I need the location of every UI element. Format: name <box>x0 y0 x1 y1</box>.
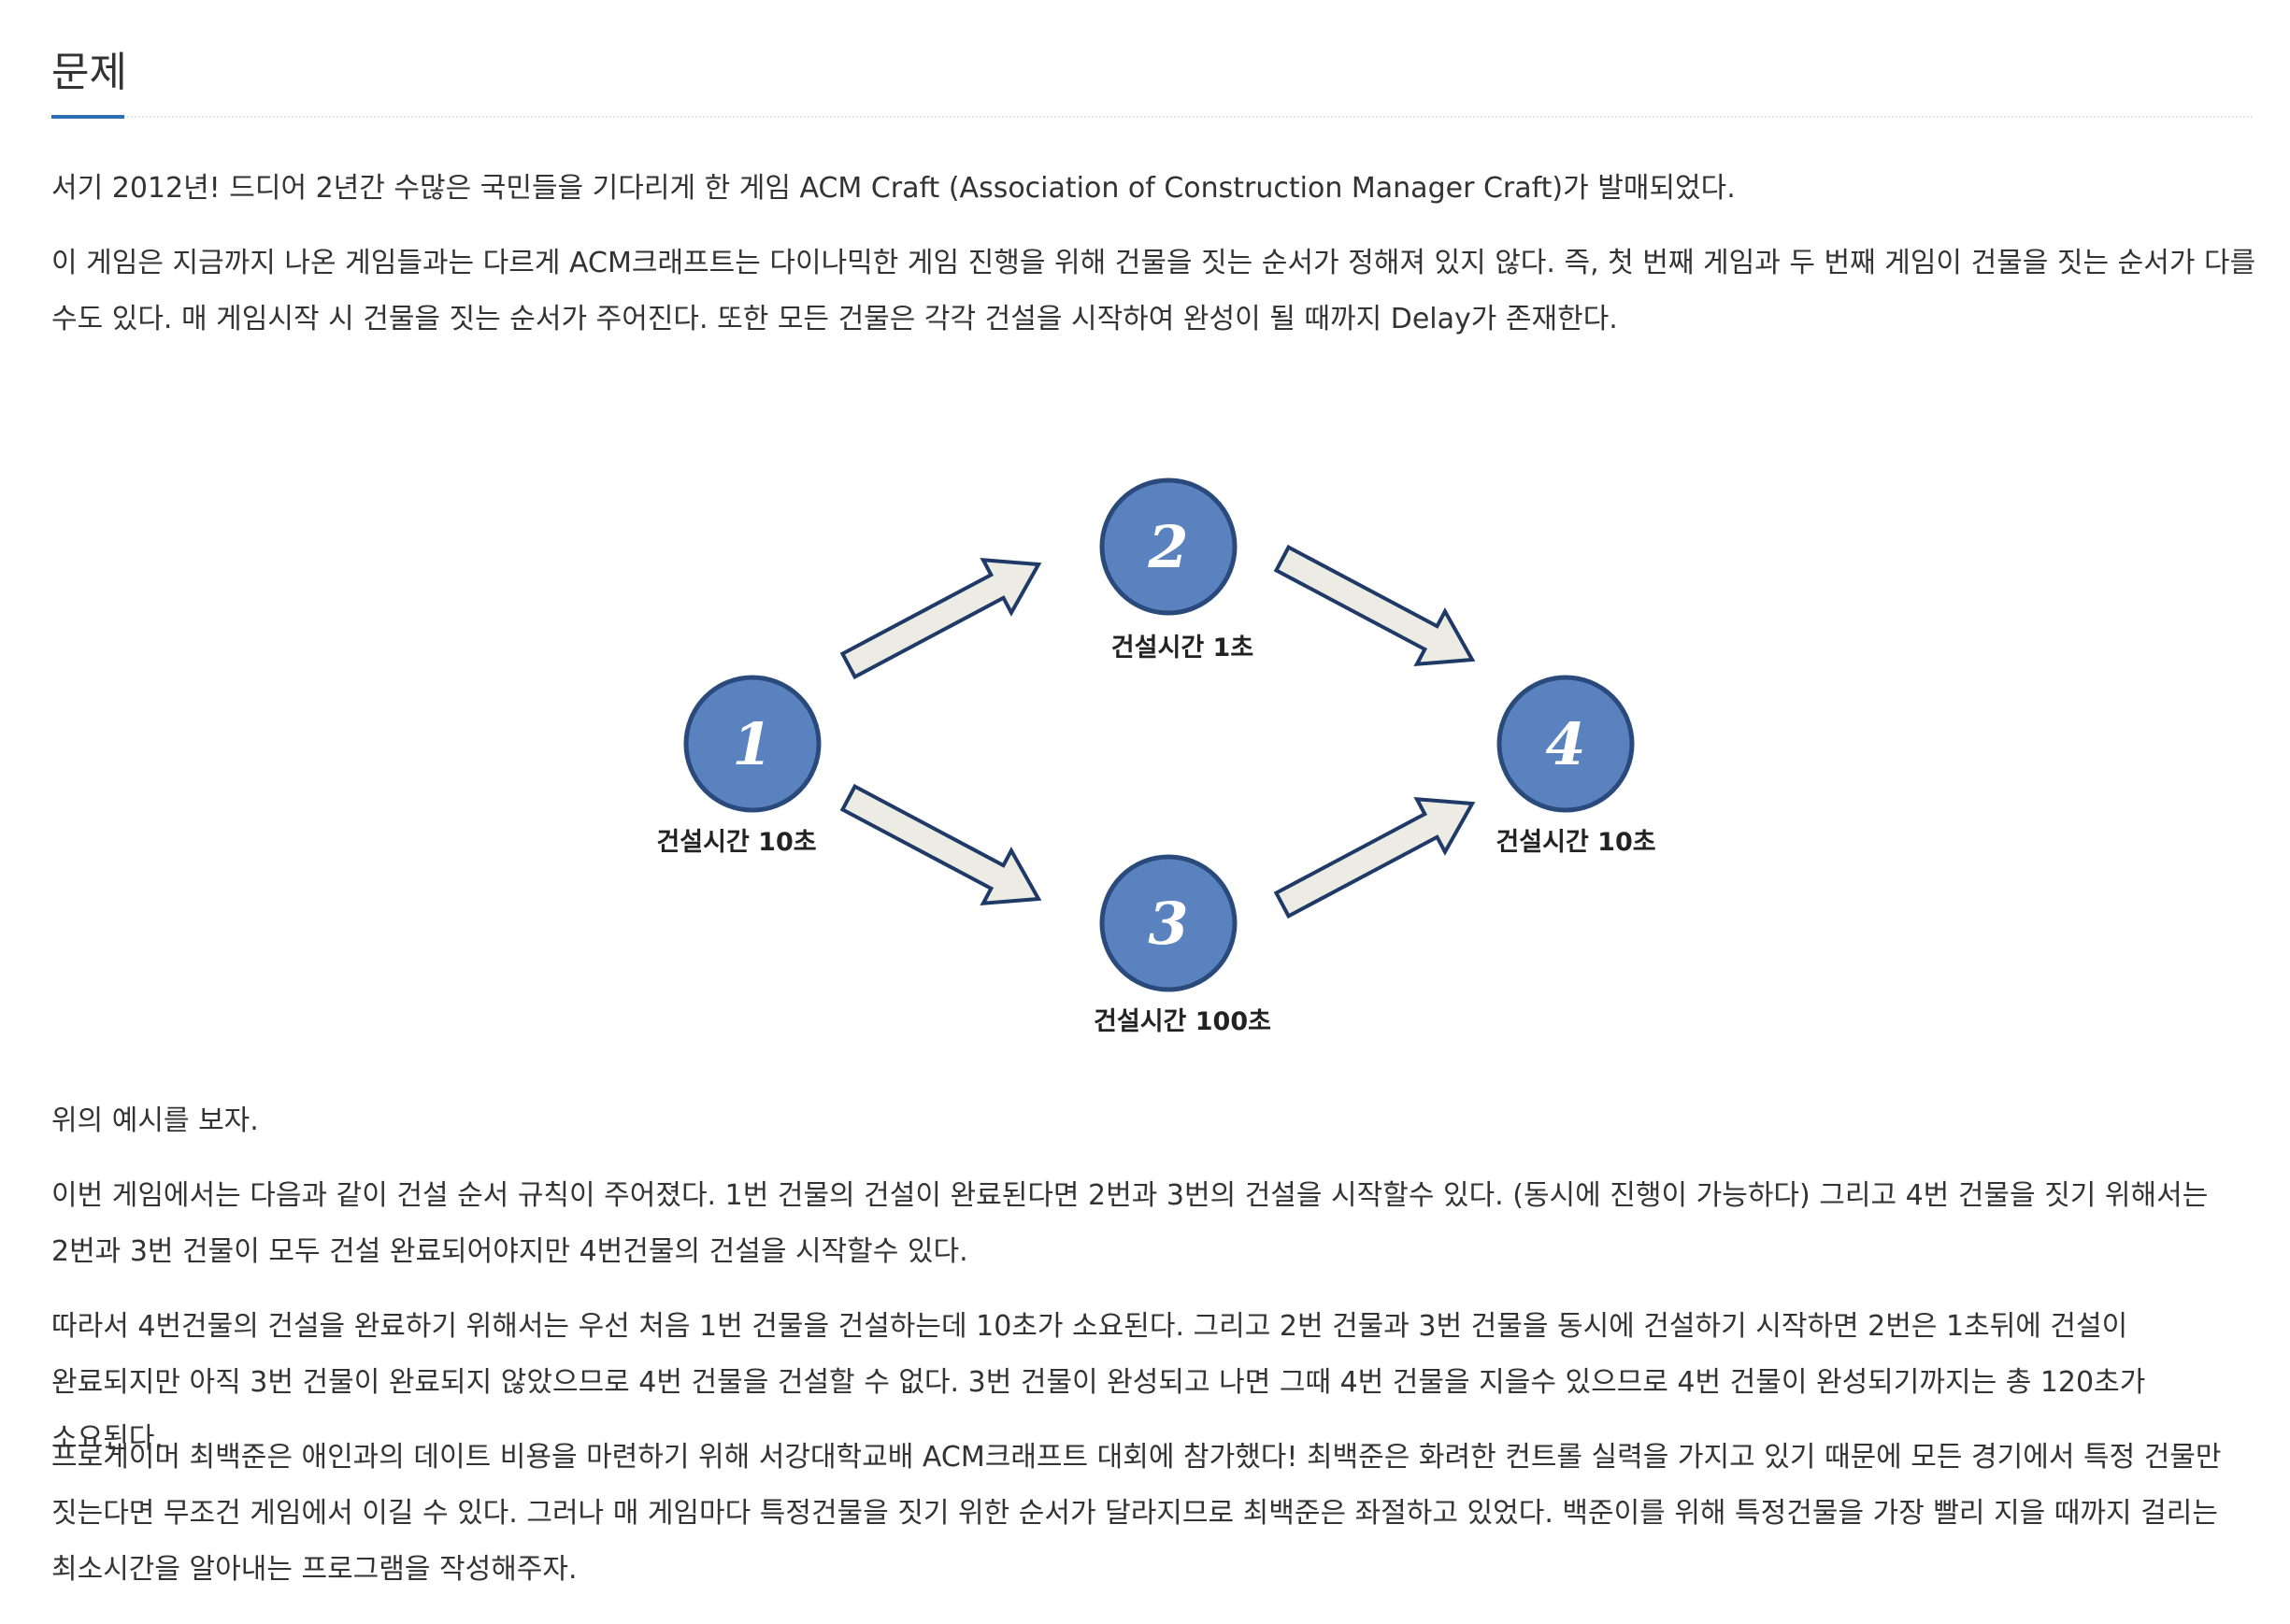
node-2-number: 2 <box>1147 513 1188 581</box>
node-1: 1 건설시간 10초 <box>656 675 822 857</box>
paragraph-intro: 서기 2012년! 드디어 2년간 수많은 국민들을 기다리게 한 게임 ACM… <box>51 172 1736 205</box>
node-4-number: 4 <box>1545 710 1585 778</box>
paragraph-example-rules: 이번 게임에서는 다음과 같이 건설 순서 규칙이 주어졌다. 1번 건물의 건… <box>51 1179 2209 1268</box>
section-heading: 문제 <box>51 49 127 96</box>
node-3-number: 3 <box>1148 890 1188 958</box>
node-2-label: 건설시간 1초 <box>1111 634 1253 662</box>
arrow-1-to-3 <box>839 783 1042 906</box>
arrow-2-to-4 <box>1273 544 1476 667</box>
node-4: 4 건설시간 10초 <box>1496 675 1656 857</box>
node-3: 3 건설시간 100초 <box>1094 854 1271 1036</box>
arrow-3-to-4 <box>1273 796 1476 919</box>
build-order-diagram: 1 건설시간 10초 2 건설시간 1초 3 건설시간 100초 4 건설시간 … <box>656 477 1656 1036</box>
node-1-label: 건설시간 10초 <box>656 828 816 857</box>
arrow-1-to-2 <box>839 557 1042 680</box>
section-header: 문제 <box>51 37 2253 119</box>
node-4-label: 건설시간 10초 <box>1496 828 1655 857</box>
paragraph-example-result: 따라서 4번건물의 건설을 완료하기 위해서는 우선 처음 1번 건물을 건설하… <box>51 1310 2146 1455</box>
heading-underline <box>51 115 124 119</box>
paragraph-rules: 이 게임은 지금까지 나온 게임들과는 다르게 ACM크래프트는 다이나믹한 게… <box>51 247 2256 335</box>
paragraph-task: 프로게이머 최백준은 애인과의 데이트 비용을 마련하기 위해 서강대학교배 A… <box>51 1441 2222 1586</box>
node-3-label: 건설시간 100초 <box>1094 1007 1271 1036</box>
node-1-number: 1 <box>732 710 772 778</box>
paragraph-example-intro: 위의 예시를 보자. <box>51 1104 259 1137</box>
node-2: 2 건설시간 1초 <box>1099 477 1253 662</box>
